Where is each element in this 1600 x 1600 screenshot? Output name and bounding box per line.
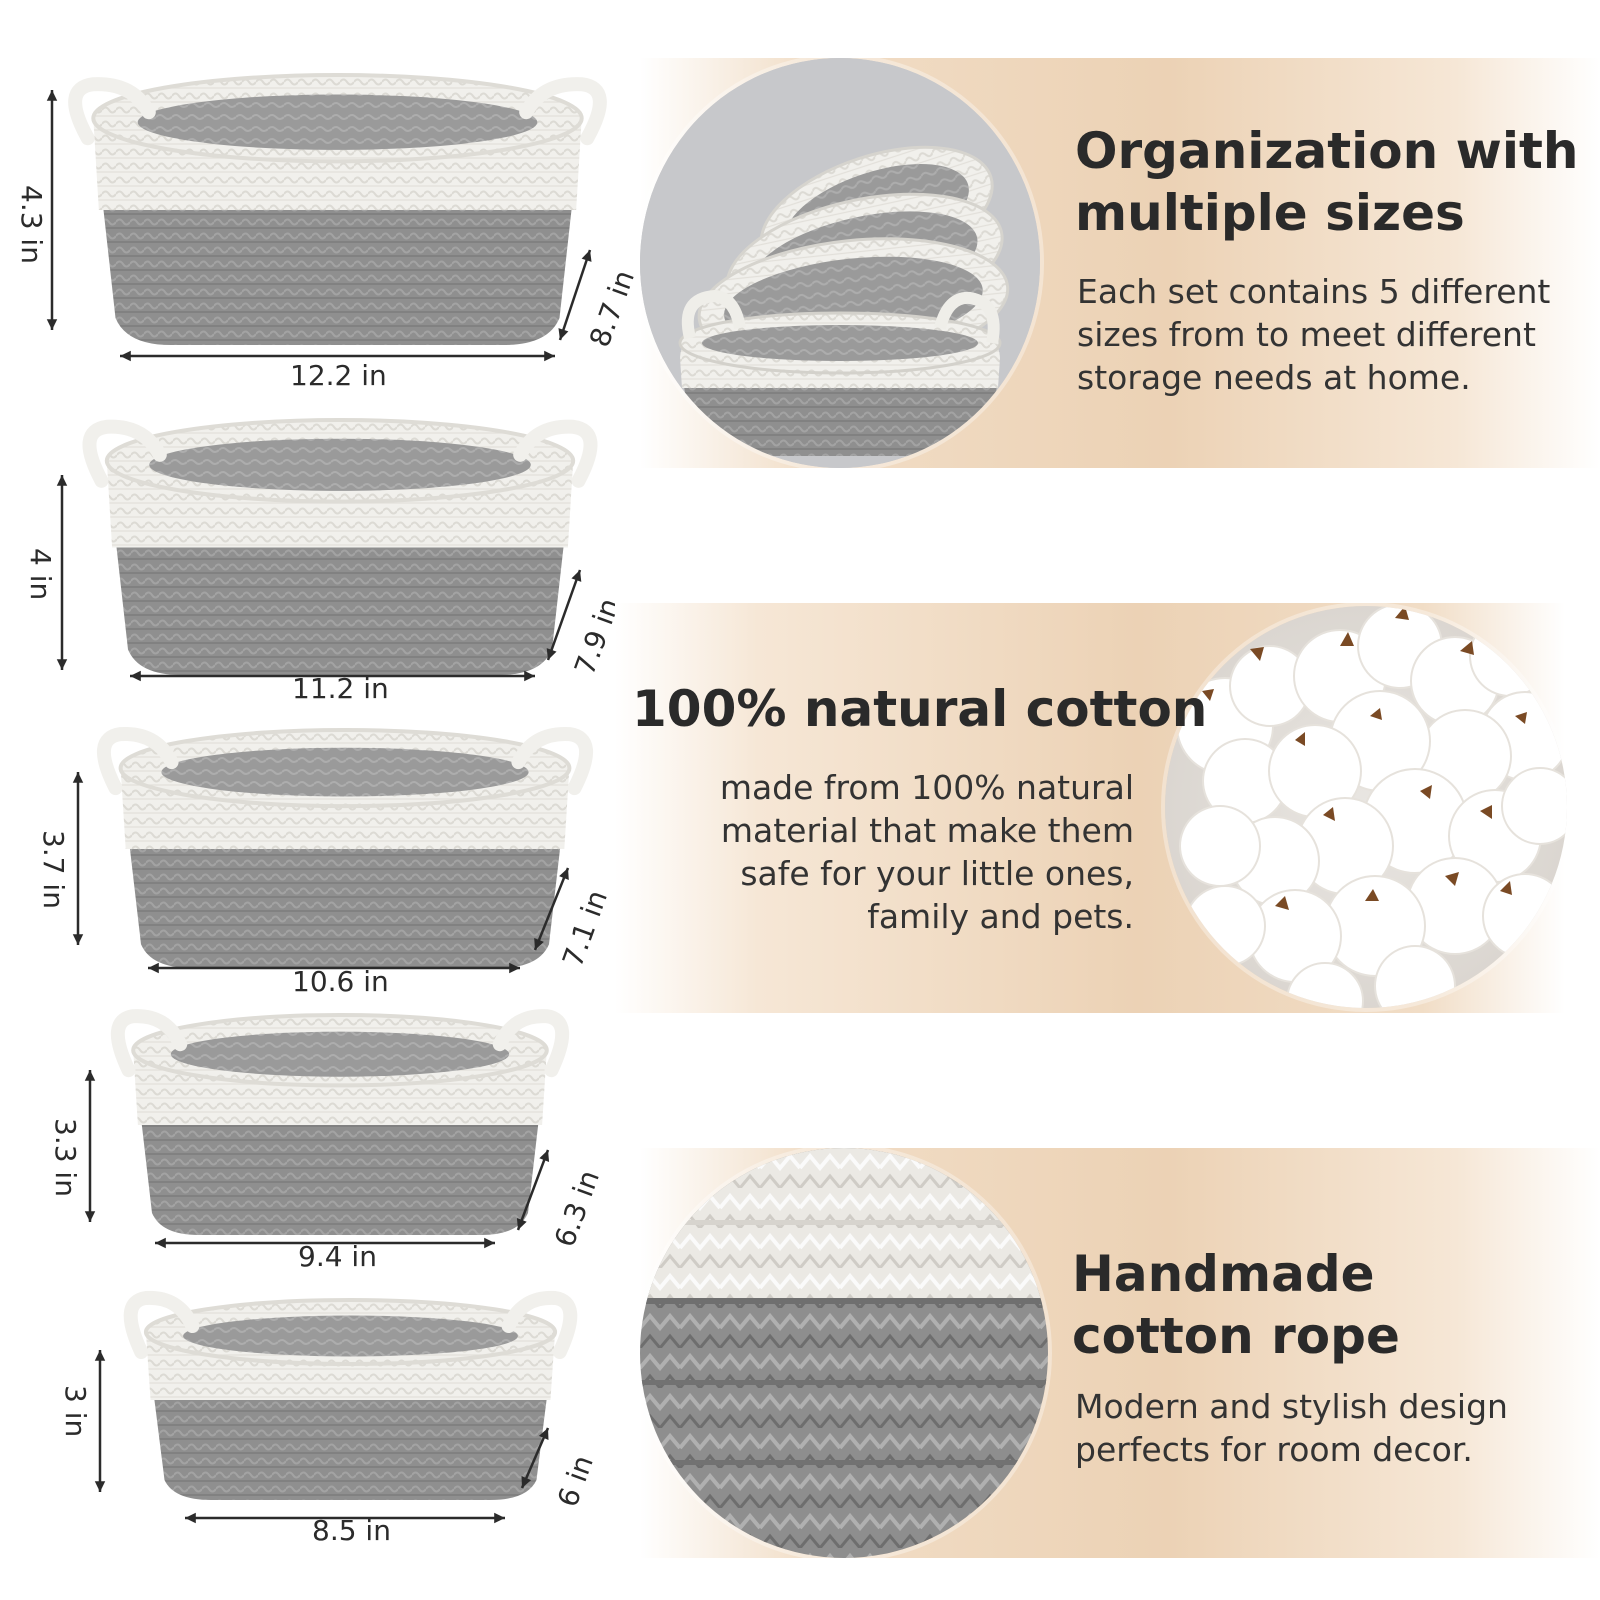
height-label: 4.3 in [15,185,48,264]
cotton-description: made from 100% natural material that mak… [719,768,1134,936]
height-label: 4 in [24,548,57,601]
nested-baskets-photo [640,58,1040,468]
basket-5 [118,1290,583,1504]
width-label: 10.6 in [292,965,389,998]
rope-description: Modern and stylish design perfects for r… [1075,1387,1508,1469]
cotton-bolls-photo [1165,606,1567,1008]
rope-weave-closeup-photo [640,1148,1048,1558]
cotton-title: 100% natural cotton [632,680,1208,738]
sizes-description: Each set contains 5 different sizes from… [1077,272,1551,397]
width-label: 11.2 in [292,672,389,705]
height-label: 3 in [59,1385,92,1438]
basket-3 [90,727,600,972]
sizes-title: Organization with multiple sizes [1075,122,1579,242]
basket-2 [75,418,605,679]
rope-title: Handmade cotton rope [1072,1245,1400,1365]
height-label: 3.7 in [37,830,70,909]
width-label: 8.5 in [312,1514,391,1547]
width-label: 12.2 in [290,359,387,392]
basket-1 [60,73,615,349]
basket-4 [105,1009,575,1239]
height-label: 3.3 in [49,1118,82,1197]
width-label: 9.4 in [298,1240,377,1273]
